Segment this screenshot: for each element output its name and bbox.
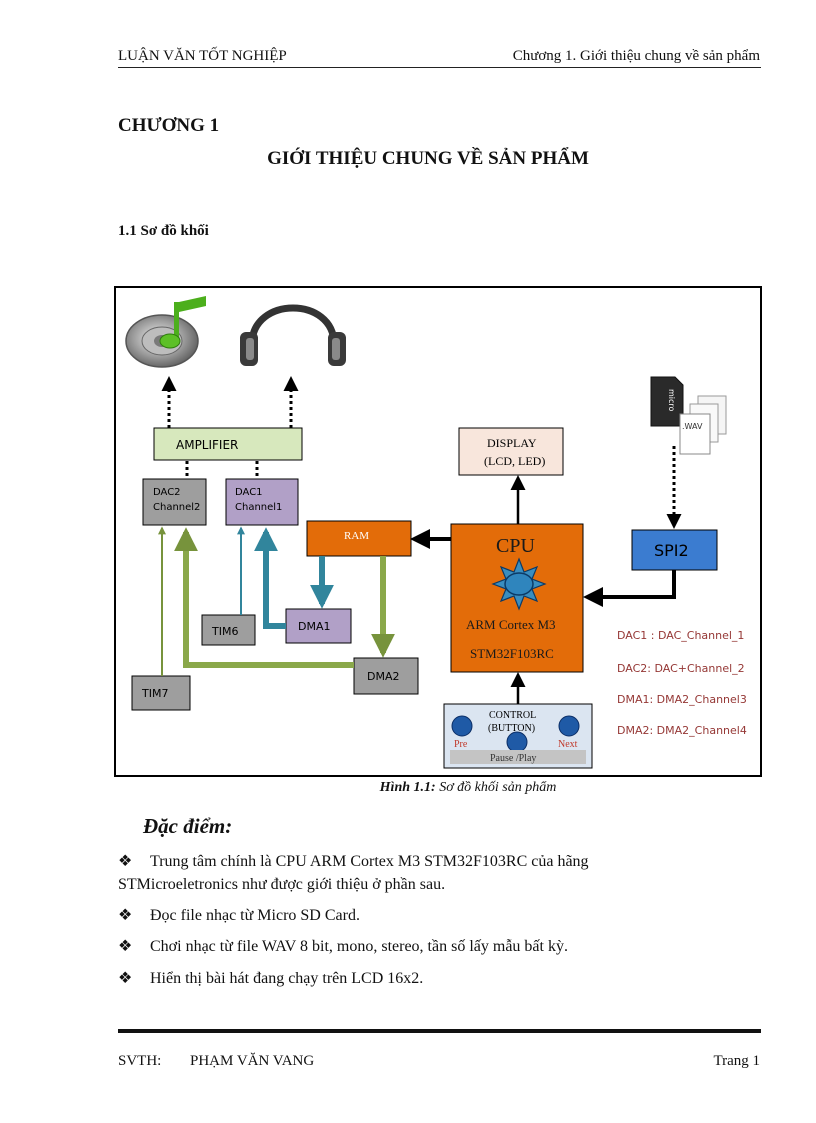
cpu-chip-label: STM32F103RC	[470, 646, 554, 661]
spi2-label: SPI2	[654, 541, 689, 560]
next-label: Next	[558, 739, 578, 750]
dac2-label: DAC2	[153, 487, 181, 498]
footer-page-number: Trang 1	[713, 1053, 760, 1069]
display-block	[458, 427, 564, 476]
headphones-icon	[240, 304, 346, 366]
legend-dma1: DMA1: DMA2_Channel3	[617, 693, 747, 706]
block-diagram: AMPLIFIER DAC2 Channel2 DAC1 Channel1 RA…	[114, 286, 762, 777]
dma1-block	[285, 608, 352, 644]
header-left-title: LUẬN VĂN TỐT NGHIỆP	[118, 48, 287, 64]
tim6-label: TIM6	[211, 625, 238, 638]
ram-block	[306, 520, 412, 557]
tim7-label: TIM7	[141, 687, 168, 700]
amplifier-block	[153, 427, 303, 461]
diamond-bullet-icon: ❖	[118, 853, 133, 870]
footer-svth-label: SVTH:	[118, 1053, 162, 1069]
control-label: CONTROL	[489, 710, 536, 721]
dac2-channel: Channel2	[153, 502, 200, 513]
pause-play-label: Pause /Play	[490, 753, 536, 764]
chapter-number: CHƯƠNG 1	[118, 115, 220, 136]
svg-text:micro: micro	[667, 389, 676, 412]
header-chapter-title: Chương 1. Giới thiệu chung về sản phẩm	[512, 48, 760, 64]
cpu-core-label: ARM Cortex M3	[466, 617, 556, 632]
dac1-block	[225, 478, 299, 526]
wav-file-icon: .WAV	[679, 395, 727, 455]
feature-item: ❖Hiển thị bài hát đang chạy trên LCD 16x…	[118, 967, 768, 991]
dma1-to-dac1-arrow	[254, 527, 286, 629]
footer-rule	[118, 1029, 761, 1033]
caption-text: Sơ đồ khối sản phẩm	[435, 780, 557, 795]
diamond-bullet-icon: ❖	[118, 970, 133, 987]
diamond-bullet-icon: ❖	[118, 907, 133, 924]
feature-item: ❖Đọc file nhạc từ Micro SD Card.	[118, 904, 768, 928]
header-rule	[118, 67, 761, 68]
dac1-channel: Channel1	[235, 502, 282, 513]
dma2-label: DMA2	[367, 670, 399, 683]
dma2-to-dac2-arrow	[174, 527, 354, 668]
display-sublabel: (LCD, LED)	[484, 454, 545, 468]
pre-button[interactable]	[451, 715, 473, 737]
pre-label: Pre	[454, 739, 468, 750]
spi-to-cpu-arrow	[583, 570, 676, 607]
tim7-block	[131, 675, 191, 711]
control-sublabel: (BUTTON)	[488, 723, 535, 734]
dma1-label: DMA1	[298, 620, 330, 633]
footer-author: PHẠM VĂN VANG	[190, 1053, 315, 1069]
caption-label: Hình 1.1:	[379, 780, 436, 795]
dac1-label: DAC1	[235, 487, 263, 498]
legend-dac1: DAC1 : DAC_Channel_1	[617, 629, 744, 642]
feature-item-continuation: STMicroeletronics như được giới thiệu ở …	[118, 876, 446, 893]
ram-label: RAM	[344, 530, 369, 542]
display-label: DISPLAY	[487, 436, 537, 450]
dma2-block	[353, 657, 419, 695]
tim6-block	[201, 614, 256, 646]
features-heading: Đặc điểm:	[143, 814, 233, 838]
music-note-icon	[159, 296, 206, 349]
chapter-title: GIỚI THIỆU CHUNG VỀ SẢN PHẨM	[267, 148, 589, 169]
cpu-label: CPU	[496, 535, 535, 557]
section-heading: 1.1 Sơ đồ khối	[118, 223, 209, 239]
next-button[interactable]	[558, 715, 580, 737]
figure-caption: Hình 1.1: Sơ đồ khối sản phẩm	[0, 780, 816, 796]
legend-dma2: DMA2: DMA2_Channel4	[617, 724, 747, 737]
svg-text:.WAV: .WAV	[682, 422, 703, 431]
pause-play-button[interactable]	[506, 731, 528, 753]
feature-item: ❖Chơi nhạc từ file WAV 8 bit, mono, ster…	[118, 935, 768, 959]
diamond-bullet-icon: ❖	[118, 938, 133, 955]
dac2-block	[142, 478, 207, 526]
feature-item: ❖Trung tâm chính là CPU ARM Cortex M3 ST…	[118, 850, 768, 874]
legend-dac2: DAC2: DAC+Channel_2	[617, 662, 745, 675]
spi2-block	[631, 529, 718, 571]
cpu-star-icon	[491, 557, 547, 611]
sd-card-icon: micro	[650, 376, 684, 427]
amplifier-label: AMPLIFIER	[176, 438, 238, 452]
